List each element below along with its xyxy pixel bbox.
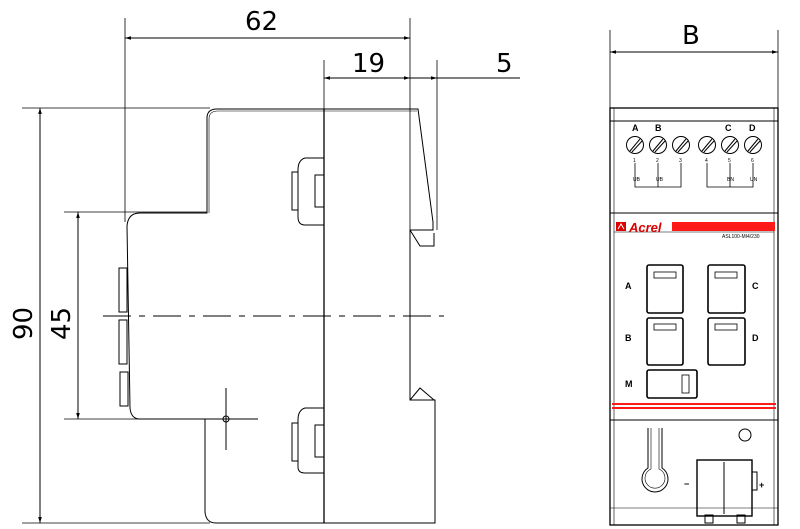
- extension-lines: [22, 18, 438, 524]
- dim-b-label: B: [682, 21, 700, 51]
- led-indicator: [738, 428, 752, 442]
- front-view: [609, 30, 779, 526]
- dim-19-label: 19: [352, 49, 385, 79]
- model-number: ASL100-MI4/230: [722, 234, 760, 240]
- housing-outline: [126, 108, 436, 524]
- terminal-screw-icon: [721, 136, 739, 154]
- terminal-screws: [626, 136, 762, 154]
- lower-clip: [297, 407, 324, 474]
- manual-mode-button[interactable]: [647, 370, 697, 398]
- terminal-screw-icon: [744, 136, 762, 154]
- terminal-letter-d: D: [749, 123, 756, 133]
- terminal-letter-a: A: [632, 123, 639, 133]
- terminal-letter-c: C: [725, 123, 732, 133]
- terminal-screw-icon: [672, 136, 690, 154]
- terminal-sub: BN: [727, 177, 734, 183]
- minus-sign: −: [684, 479, 689, 489]
- red-brand-bar: [672, 222, 775, 231]
- button-label-b: B: [625, 333, 632, 343]
- terminal-number: 1: [633, 158, 636, 164]
- upper-clip: [297, 157, 324, 226]
- button-label-c: C: [752, 281, 759, 291]
- terminal-number: 2: [656, 158, 659, 164]
- channel-d-button[interactable]: [708, 318, 745, 365]
- terminal-number: 3: [679, 158, 682, 164]
- channel-b-button[interactable]: [647, 318, 683, 365]
- terminal-screw-icon: [649, 136, 667, 154]
- crosshair-mark: [200, 388, 258, 450]
- dim-5-label: 5: [496, 49, 513, 79]
- channel-c-button[interactable]: [708, 265, 745, 313]
- plus-sign: +: [759, 480, 764, 490]
- channel-a-button[interactable]: [647, 265, 683, 313]
- dim-45-label: 45: [47, 307, 77, 340]
- side-view: [22, 18, 520, 524]
- channel-buttons: [646, 264, 746, 399]
- terminal-sub: UB: [633, 177, 641, 183]
- terminal-screw-icon: [626, 136, 644, 154]
- brand-name: Acrel: [628, 220, 662, 235]
- button-label-m: M: [625, 379, 633, 389]
- dim-90-label: 90: [9, 307, 39, 340]
- button-label-d: D: [752, 333, 759, 343]
- terminal-number: 6: [751, 158, 754, 164]
- acrel-logo-icon: [616, 222, 626, 231]
- dim-62-label: 62: [245, 7, 278, 37]
- terminal-number: 4: [705, 158, 708, 164]
- terminal-sub: UN: [750, 177, 758, 183]
- terminal-screw-icon: [698, 136, 716, 154]
- terminal-letter-b: B: [655, 123, 662, 133]
- din-release-slot: [641, 428, 669, 493]
- button-label-a: A: [625, 281, 632, 291]
- terminal-sub: UB: [656, 177, 664, 183]
- terminal-number: 5: [728, 158, 731, 164]
